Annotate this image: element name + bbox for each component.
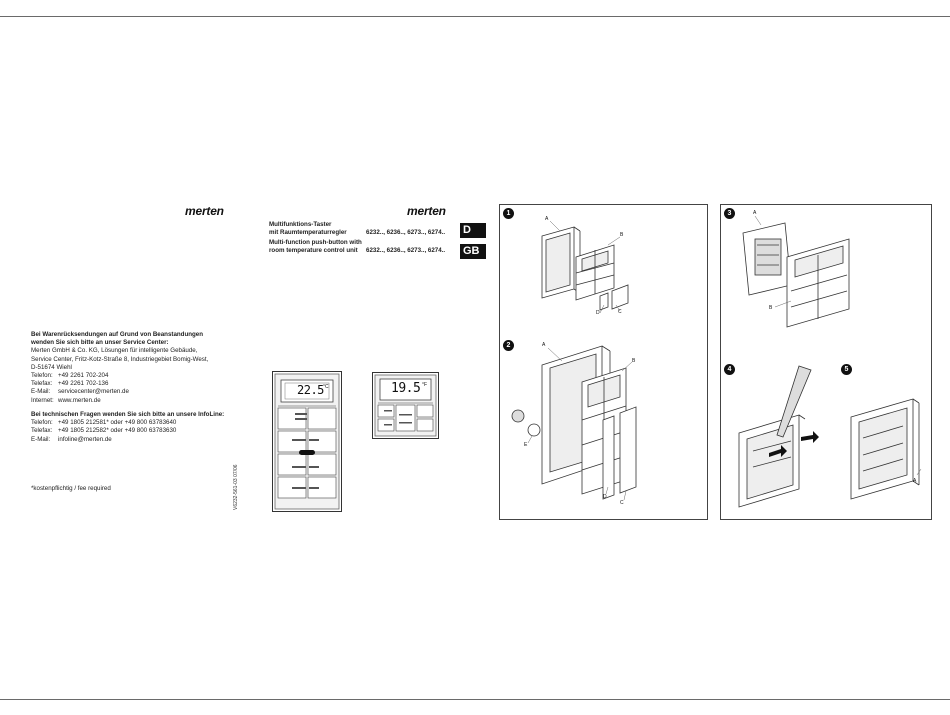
service-heading-2: wenden Sie sich bitte an unser Service C… [31,339,169,347]
instruction-panel-left: 1 2 A B D C A B E D C [499,204,708,520]
step-number-4: 4 [724,364,735,375]
callout-b-2: B [632,358,636,364]
bottom-rule [0,699,950,700]
product-gb-line1: Multi-function push-button with [269,239,362,246]
infoline-telefon-label: Telefon: [31,419,53,427]
email-label: E-Mail: [31,388,51,396]
infoline-telefon-value: +49 1805 212581* oder +49 800 63783640 [58,419,177,427]
infoline-email-value: infoline@merten.de [58,435,112,443]
footnote: *kostenpflichtig / fee required [31,485,111,492]
service-address-1: Merten GmbH & Co. KG, Lösungen für intel… [31,347,198,355]
callout-d-2: D [603,494,607,500]
product-de-line1: Multifunktions-Taster [269,221,332,228]
device-large-drawing [272,371,342,512]
device-small-drawing [372,372,439,439]
merten-logo-right: merten [407,204,446,218]
product-gb: Multi-function push-button with room tem… [269,239,445,255]
service-email: E-Mail: servicecenter@merten.de [31,388,208,396]
instruction-drawing-right [738,215,922,508]
service-address-3: D-51674 Wiehl [31,363,72,371]
instruction-drawing-left [511,220,637,501]
instruction-panel-right: 3 4 5 A B A [720,204,932,520]
large-display-unit: °C [323,384,329,390]
callout-d-1: D [596,310,600,316]
device-small: 19.5 °F [372,372,439,439]
service-telefax: Telefax: +49 2261 702-136 [31,380,208,388]
device-large: 22.5 °C [272,371,342,512]
doc-code: V6232-561-03 07/06 [233,464,239,510]
infoline-email-label: E-Mail: [31,435,51,443]
internet-value: www.merten.de [58,396,101,404]
callout-b-1: B [620,232,624,238]
top-rule [0,16,950,17]
step-number-2: 2 [503,340,514,351]
merten-logo-left: merten [185,204,224,218]
large-display-value: 22.5 [297,383,324,397]
product-gb-codes: 6232.., 6236.., 6273.., 6274.. [366,247,446,255]
callout-a-5: A [913,478,917,484]
product-de: Multifunktions-Taster mit Raumtemperatur… [269,221,445,237]
callout-a-3: A [753,210,757,216]
telefax-value: +49 2261 702-136 [58,380,109,388]
callout-e-2: E [524,442,528,448]
callout-b-3: B [769,305,773,311]
service-telefon: Telefon: +49 2261 702-204 [31,372,208,380]
infoline-block: Bei technischen Fragen wenden Sie sich b… [31,411,224,444]
callout-a-1: A [545,216,549,222]
internet-label: Internet: [31,396,54,404]
email-value: servicecenter@merten.de [58,388,129,396]
small-display-value: 19.5 [391,381,421,396]
product-de-codes: 6232.., 6236.., 6273.., 6274.. [366,229,446,237]
product-gb-line2: room temperature control unit [269,247,358,255]
infoline-telefax-value: +49 1805 212582* oder +49 800 63783630 [58,427,177,435]
step-number-3: 3 [724,208,735,219]
infoline-heading: Bei technischen Fragen wenden Sie sich b… [31,411,225,418]
step-number-1: 1 [503,208,514,219]
telefax-label: Telefax: [31,380,53,388]
telefon-label: Telefon: [31,372,53,380]
step-number-5: 5 [841,364,852,375]
product-de-line2: mit Raumtemperaturregler [269,229,347,237]
lang-badge-de: D [460,223,486,238]
service-internet: Internet: www.merten.de [31,397,208,405]
callout-c-1: C [618,309,622,315]
service-address-2: Service Center, Fritz-Kotz-Straße 8, Ind… [31,355,209,363]
service-block: Bei Warenrücksendungen auf Grund von Bea… [31,331,208,405]
callout-a-2: A [542,342,546,348]
infoline-telefax-label: Telefax: [31,427,53,435]
lang-badge-gb: GB [460,244,486,259]
callout-c-2: C [620,500,624,506]
small-display-unit: °F [422,382,428,388]
telefon-value: +49 2261 702-204 [58,372,109,380]
service-heading-1: Bei Warenrücksendungen auf Grund von Bea… [31,331,204,338]
